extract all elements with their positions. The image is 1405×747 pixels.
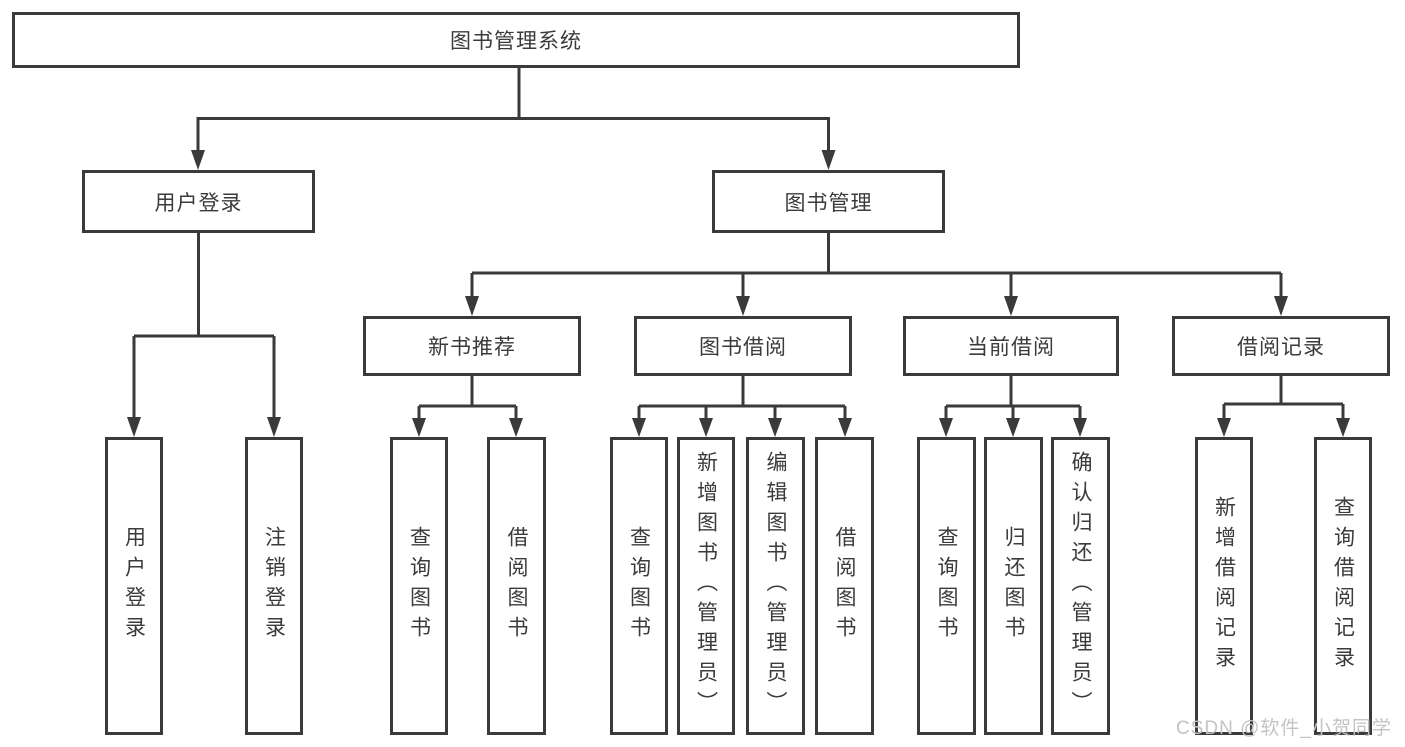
leaf-query-books-recommend: 查询图书 <box>390 437 448 735</box>
connector-borrow-records-to-leaves <box>1217 376 1350 437</box>
leaf-edit-book-admin: 编辑图书（管理员） <box>746 437 805 735</box>
leaf-query-books-borrow: 查询图书 <box>610 437 668 735</box>
node-borrow-records: 借阅记录 <box>1172 316 1390 376</box>
leaf-return-book: 归还图书 <box>984 437 1043 735</box>
leaf-borrow-books-recommend-label: 借阅图书 <box>505 526 528 646</box>
connector-user-login-to-leaves <box>127 233 281 437</box>
node-current-borrow: 当前借阅 <box>903 316 1119 376</box>
node-root-system: 图书管理系统 <box>12 12 1020 68</box>
leaf-borrow-books: 借阅图书 <box>815 437 874 735</box>
leaf-return-book-label: 归还图书 <box>1002 526 1025 646</box>
leaf-confirm-return-admin-label: 确认归还（管理员） <box>1069 451 1092 721</box>
leaf-logout: 注销登录 <box>245 437 303 735</box>
node-borrow-records-label: 借阅记录 <box>1237 336 1325 359</box>
leaf-query-books-current: 查询图书 <box>917 437 976 735</box>
connector-new-book-to-leaves <box>412 376 523 437</box>
leaf-query-borrow-record: 查询借阅记录 <box>1314 437 1372 735</box>
leaf-add-book-admin: 新增图书（管理员） <box>677 437 735 735</box>
node-book-management: 图书管理 <box>712 170 945 233</box>
leaf-borrow-books-recommend: 借阅图书 <box>487 437 546 735</box>
node-new-book-recommend-label: 新书推荐 <box>428 336 516 359</box>
connector-book-borrow-to-leaves <box>632 376 852 437</box>
node-user-login: 用户登录 <box>82 170 315 233</box>
node-current-borrow-label: 当前借阅 <box>967 336 1055 359</box>
leaf-query-borrow-record-label: 查询借阅记录 <box>1331 496 1355 676</box>
leaf-query-books-borrow-label: 查询图书 <box>627 526 651 646</box>
connector-book-mgmt-to-level3 <box>465 233 1288 316</box>
leaf-user-login-label: 用户登录 <box>122 526 146 646</box>
csdn-watermark: CSDN @软件_小贺同学 <box>1176 718 1392 739</box>
node-book-borrow-label: 图书借阅 <box>699 336 787 359</box>
node-user-login-label: 用户登录 <box>154 191 243 215</box>
leaf-query-books-current-label: 查询图书 <box>935 526 958 646</box>
connector-root-to-level2 <box>191 68 836 170</box>
leaf-add-book-admin-label: 新增图书（管理员） <box>694 451 718 721</box>
node-new-book-recommend: 新书推荐 <box>363 316 581 376</box>
node-book-management-label: 图书管理 <box>784 191 873 215</box>
node-root-system-label: 图书管理系统 <box>450 30 582 53</box>
connector-current-borrow-to-leaves <box>939 376 1087 437</box>
leaf-add-borrow-record-label: 新增借阅记录 <box>1212 496 1236 676</box>
leaf-confirm-return-admin: 确认归还（管理员） <box>1051 437 1110 735</box>
leaf-borrow-books-label: 借阅图书 <box>833 526 856 646</box>
leaf-logout-label: 注销登录 <box>262 526 286 646</box>
leaf-edit-book-admin-label: 编辑图书（管理员） <box>764 451 787 721</box>
leaf-query-books-recommend-label: 查询图书 <box>407 526 431 646</box>
node-book-borrow: 图书借阅 <box>634 316 852 376</box>
leaf-user-login: 用户登录 <box>105 437 163 735</box>
leaf-add-borrow-record: 新增借阅记录 <box>1195 437 1253 735</box>
